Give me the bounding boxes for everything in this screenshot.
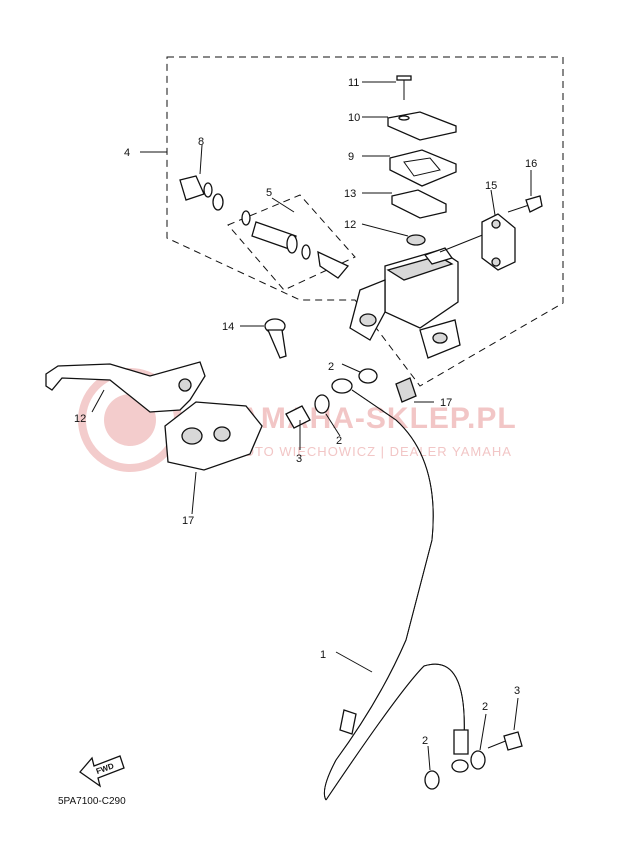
union-bolt-3-lower[interactable] [487, 697, 523, 751]
callout-2-b: 2 [336, 435, 342, 447]
callout-17: 17 [182, 515, 194, 527]
washer-2-upper-b[interactable] [341, 363, 378, 384]
watermark-secondary: MOTO WIECHOWICZ | DEALER YAMAHA [232, 444, 512, 459]
drawing-code: 5PA7100-C290 [58, 796, 126, 807]
watermark-primary: YAMAHA-SKLEP.PL [220, 402, 517, 435]
cover-14[interactable] [395, 377, 434, 403]
dust-boot-6[interactable] [179, 144, 224, 211]
clamp-15[interactable] [481, 189, 516, 271]
piston-kit-boundary [227, 194, 356, 291]
brake-lever-12[interactable] [45, 361, 206, 413]
diaphragm-11[interactable] [362, 189, 447, 219]
callout-3-a: 3 [296, 453, 302, 465]
callout-2-d: 2 [422, 735, 428, 747]
callout-9: 11 [348, 77, 359, 89]
callout-15: 15 [485, 180, 497, 192]
diaphragm-plate-7[interactable] [362, 149, 457, 187]
callout-3-b: 3 [514, 685, 520, 697]
screw-9[interactable] [362, 75, 412, 100]
callout-4: 4 [124, 147, 130, 159]
callout-14: 17 [440, 397, 452, 409]
bolt-16[interactable] [507, 170, 543, 213]
union-bolt-3-upper[interactable] [285, 405, 311, 450]
lever-guard-17[interactable] [164, 401, 263, 515]
washer-2-lower-b[interactable] [470, 713, 487, 770]
callout-13: 14 [222, 321, 234, 333]
washer-2-upper-a[interactable] [314, 394, 341, 437]
callout-2-a: 2 [328, 361, 334, 373]
callout-12: 12 [74, 413, 86, 425]
callout-1: 1 [320, 649, 326, 661]
reservoir-cap-8[interactable] [362, 111, 457, 141]
callout-11: 13 [344, 188, 356, 200]
brake-hose-1[interactable] [323, 378, 469, 801]
float-10[interactable] [361, 223, 426, 246]
callout-7: 9 [348, 151, 354, 163]
callout-16: 16 [525, 158, 537, 170]
callout-5: 5 [266, 187, 272, 199]
fwd-arrow-icon: FWD [79, 755, 125, 788]
callout-labels: 11 10 9 13 12 4 8 5 16 15 14 2 17 12 2 3… [74, 77, 537, 747]
assembly-boundary [166, 56, 564, 387]
master-cylinder-body[interactable] [349, 231, 491, 359]
piston-kit-5[interactable] [241, 197, 350, 279]
callout-8: 10 [348, 112, 360, 124]
callout-10: 12 [344, 219, 356, 231]
washer-2-lower-a[interactable] [424, 745, 440, 790]
callout-2-c: 2 [482, 701, 488, 713]
callout-6: 8 [198, 136, 204, 148]
pivot-bolt-13[interactable] [240, 318, 287, 359]
